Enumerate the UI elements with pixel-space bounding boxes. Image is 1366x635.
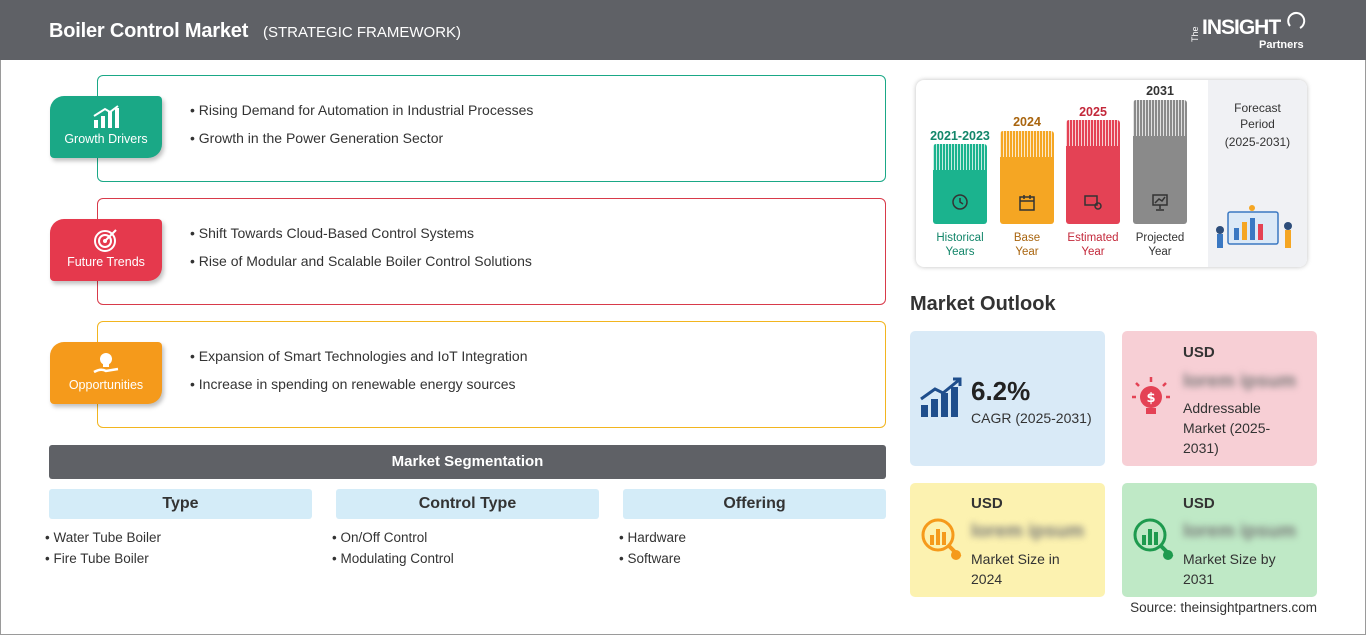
label-line: 2024	[971, 571, 1003, 587]
forecast-line: Forecast	[1234, 101, 1281, 115]
future-trend-item: Rise of Modular and Scalable Boiler Cont…	[190, 247, 532, 275]
segment-header: Control Type	[336, 489, 599, 519]
market-outlook-title: Market Outlook	[910, 293, 1056, 315]
page-title: Boiler Control Market	[49, 20, 249, 42]
addressable-usd: USD	[1183, 344, 1215, 361]
segment-type: Type Water Tube Boiler Fire Tube Boiler	[49, 489, 312, 569]
estimate-gears-icon	[1084, 195, 1102, 210]
size-2031-value: lorem ipsum	[1183, 521, 1296, 542]
svg-text:$: $	[1146, 391, 1155, 406]
market-forecast-magnifier-icon	[1133, 518, 1174, 560]
label-line: 2031	[1183, 571, 1215, 587]
forecast-period: Forecast Period (2025-2031)	[1208, 100, 1307, 150]
caption-line: Year	[1081, 246, 1105, 258]
label-line: Market (2025-	[1183, 420, 1271, 436]
timeline-caption: Projected Year	[1123, 231, 1197, 259]
cagr-label: CAGR (2025-2031)	[971, 410, 1092, 426]
size-2031-usd: USD	[1183, 495, 1215, 512]
caption-line: Estimated	[1067, 232, 1119, 244]
label-line: 2031)	[1183, 440, 1219, 456]
analytics-people-icon	[1216, 205, 1292, 248]
addressable-market-card: USD lorem ipsum $ Addressable Market (20…	[1122, 331, 1317, 466]
label-line: Addressable	[1183, 400, 1261, 416]
segment-header: Offering	[623, 489, 886, 519]
segment-item: Hardware	[619, 527, 886, 548]
timeline-year: 2024	[1013, 115, 1041, 129]
logo-insight: INSIGHT	[1202, 16, 1281, 39]
caption-line: Year	[1148, 246, 1172, 258]
segment-offering: Offering Hardware Software	[623, 489, 886, 569]
size-2024-label: Market Size in 2024	[971, 549, 1060, 589]
opportunities-tag: Opportunities	[50, 342, 162, 404]
caption-line: Year	[1015, 246, 1039, 258]
timeline-caption: Historical Years	[923, 231, 997, 259]
cagr-card: 6.2% CAGR (2025-2031)	[910, 331, 1105, 466]
timeline-bar-base	[1000, 131, 1054, 224]
label-line: Market Size by	[1183, 551, 1276, 567]
header-bar: Boiler Control Market (STRATEGIC FRAMEWO…	[0, 0, 1366, 60]
segment-header: Type	[49, 489, 312, 519]
forecast-line: Period	[1240, 117, 1275, 131]
future-trend-item: Shift Towards Cloud-Based Control System…	[190, 219, 532, 247]
size-2031-label: Market Size by 2031	[1183, 549, 1276, 589]
target-icon	[94, 229, 117, 252]
future-trends-box: Shift Towards Cloud-Based Control System…	[97, 198, 886, 305]
market-size-2024-card: USD lorem ipsum Market Size in 2024	[910, 483, 1105, 597]
future-trends-tag: Future Trends	[50, 219, 162, 281]
size-2024-usd: USD	[971, 495, 1003, 512]
growth-drivers-box: Rising Demand for Automation in Industri…	[97, 75, 886, 182]
caption-line: Projected	[1135, 232, 1185, 244]
segment-item: Water Tube Boiler	[45, 527, 312, 548]
history-clock-icon	[952, 194, 968, 210]
timeline-year: 2031	[1146, 84, 1174, 98]
segmentation-title: Market Segmentation	[49, 445, 886, 479]
timeline-year: 2025	[1079, 105, 1107, 119]
timeline-caption: Estimated Year	[1056, 231, 1130, 259]
opportunity-item: Increase in spending on renewable energy…	[190, 370, 528, 398]
opportunities-box: Expansion of Smart Technologies and IoT …	[97, 321, 886, 428]
caption-line: Years	[945, 246, 975, 258]
growth-driver-item: Rising Demand for Automation in Industri…	[190, 96, 534, 124]
timeline-bar-projected	[1133, 100, 1187, 224]
source-credit[interactable]: Source: theinsightpartners.com	[1130, 600, 1317, 615]
idea-dollar-icon: $	[1132, 377, 1170, 414]
timeline-year: 2021-2023	[930, 129, 990, 143]
addressable-label: Addressable Market (2025- 2031)	[1183, 398, 1270, 458]
lightbulb-hand-icon	[93, 353, 119, 374]
growth-drivers-tag: Growth Drivers	[50, 96, 162, 158]
timeline-bar-estimated	[1066, 120, 1120, 224]
label-line: Market Size in	[971, 551, 1060, 567]
addressable-value: lorem ipsum	[1183, 371, 1296, 392]
cagr-value: 6.2%	[971, 376, 1031, 406]
segment-item: Fire Tube Boiler	[45, 548, 312, 569]
timeline-card: Forecast Period (2025-2031) 2021-2023 Hi…	[916, 80, 1307, 267]
logo-the: The	[1190, 26, 1200, 42]
insight-partners-logo[interactable]: The INSIGHT Partners	[1190, 10, 1310, 54]
page-subtitle: (STRATEGIC FRAMEWORK)	[263, 24, 462, 41]
size-2024-value: lorem ipsum	[971, 521, 1084, 542]
segment-item: Modulating Control	[332, 548, 599, 569]
opportunity-item: Expansion of Smart Technologies and IoT …	[190, 342, 528, 370]
growth-driver-item: Growth in the Power Generation Sector	[190, 124, 533, 152]
logo-arc-icon	[1287, 11, 1306, 29]
growth-drivers-label: Growth Drivers	[64, 132, 148, 146]
segment-control-type: Control Type On/Off Control Modulating C…	[336, 489, 599, 569]
future-trends-label: Future Trends	[67, 255, 145, 269]
projection-board-icon	[1152, 194, 1168, 211]
caption-line: Historical	[936, 232, 984, 244]
opportunities-label: Opportunities	[68, 378, 144, 392]
growth-bars-icon	[920, 377, 962, 417]
growth-chart-icon	[93, 105, 119, 128]
segment-item: On/Off Control	[332, 527, 599, 548]
calendar-icon	[1019, 195, 1035, 211]
logo-partners: Partners	[1259, 39, 1304, 51]
caption-line: Base	[1013, 232, 1041, 244]
timeline-caption: Base Year	[990, 231, 1064, 259]
market-size-2031-card: USD lorem ipsum Market Size by 2031	[1122, 483, 1317, 597]
timeline-bar-historical	[933, 144, 987, 224]
market-size-magnifier-icon	[921, 518, 962, 560]
segment-item: Software	[619, 548, 886, 569]
forecast-line: (2025-2031)	[1224, 135, 1291, 149]
